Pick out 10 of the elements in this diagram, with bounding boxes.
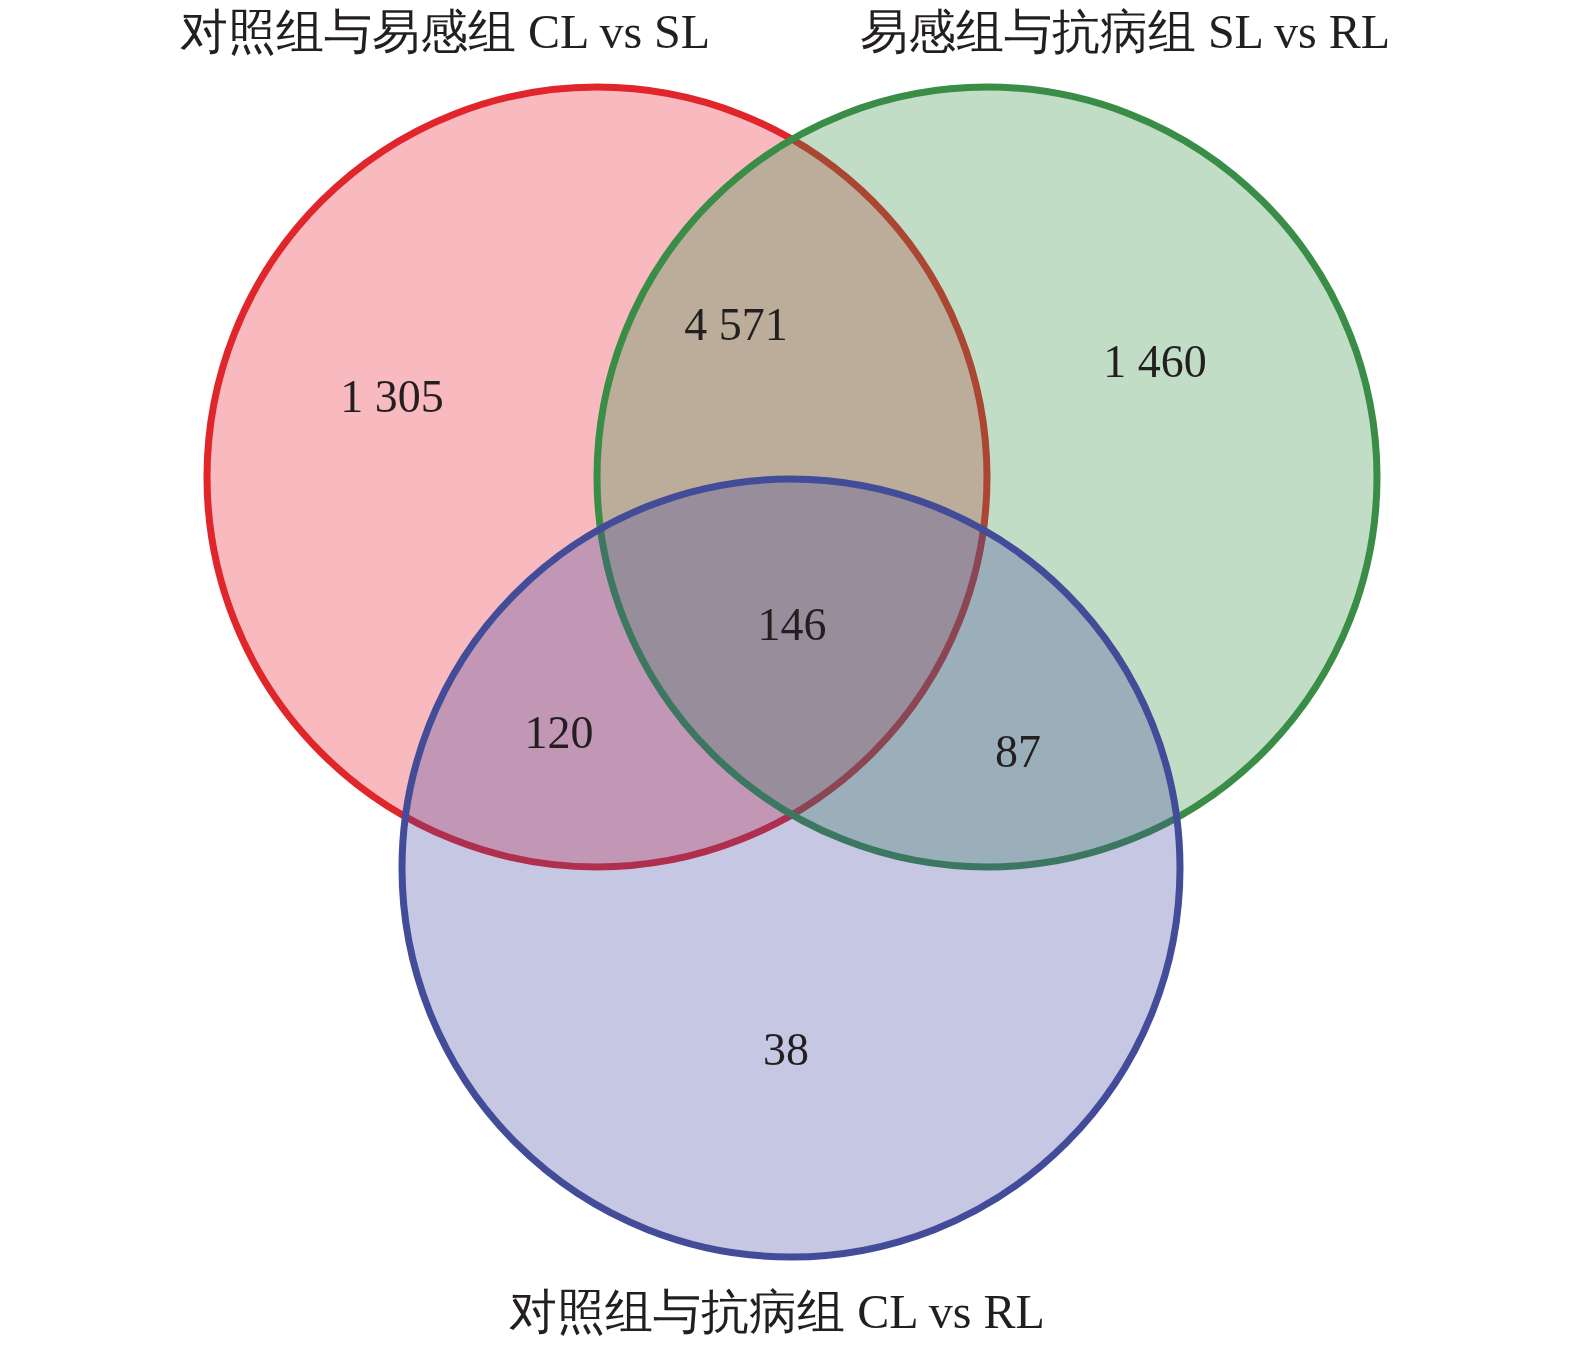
region-count: 38 xyxy=(763,1027,809,1073)
region-count: 1 460 xyxy=(1103,339,1207,385)
set-title: 对照组与易感组 CL vs SL xyxy=(179,8,711,56)
region-count: 4 571 xyxy=(684,302,788,348)
set-title: 对照组与抗病组 CL vs RL xyxy=(509,1288,1045,1336)
region-count: 1 305 xyxy=(340,374,444,420)
region-count: 120 xyxy=(524,710,594,756)
set-title: 易感组与抗病组 SL vs RL xyxy=(859,8,1391,56)
region-count: 87 xyxy=(995,729,1041,775)
region-count: 146 xyxy=(757,602,827,648)
